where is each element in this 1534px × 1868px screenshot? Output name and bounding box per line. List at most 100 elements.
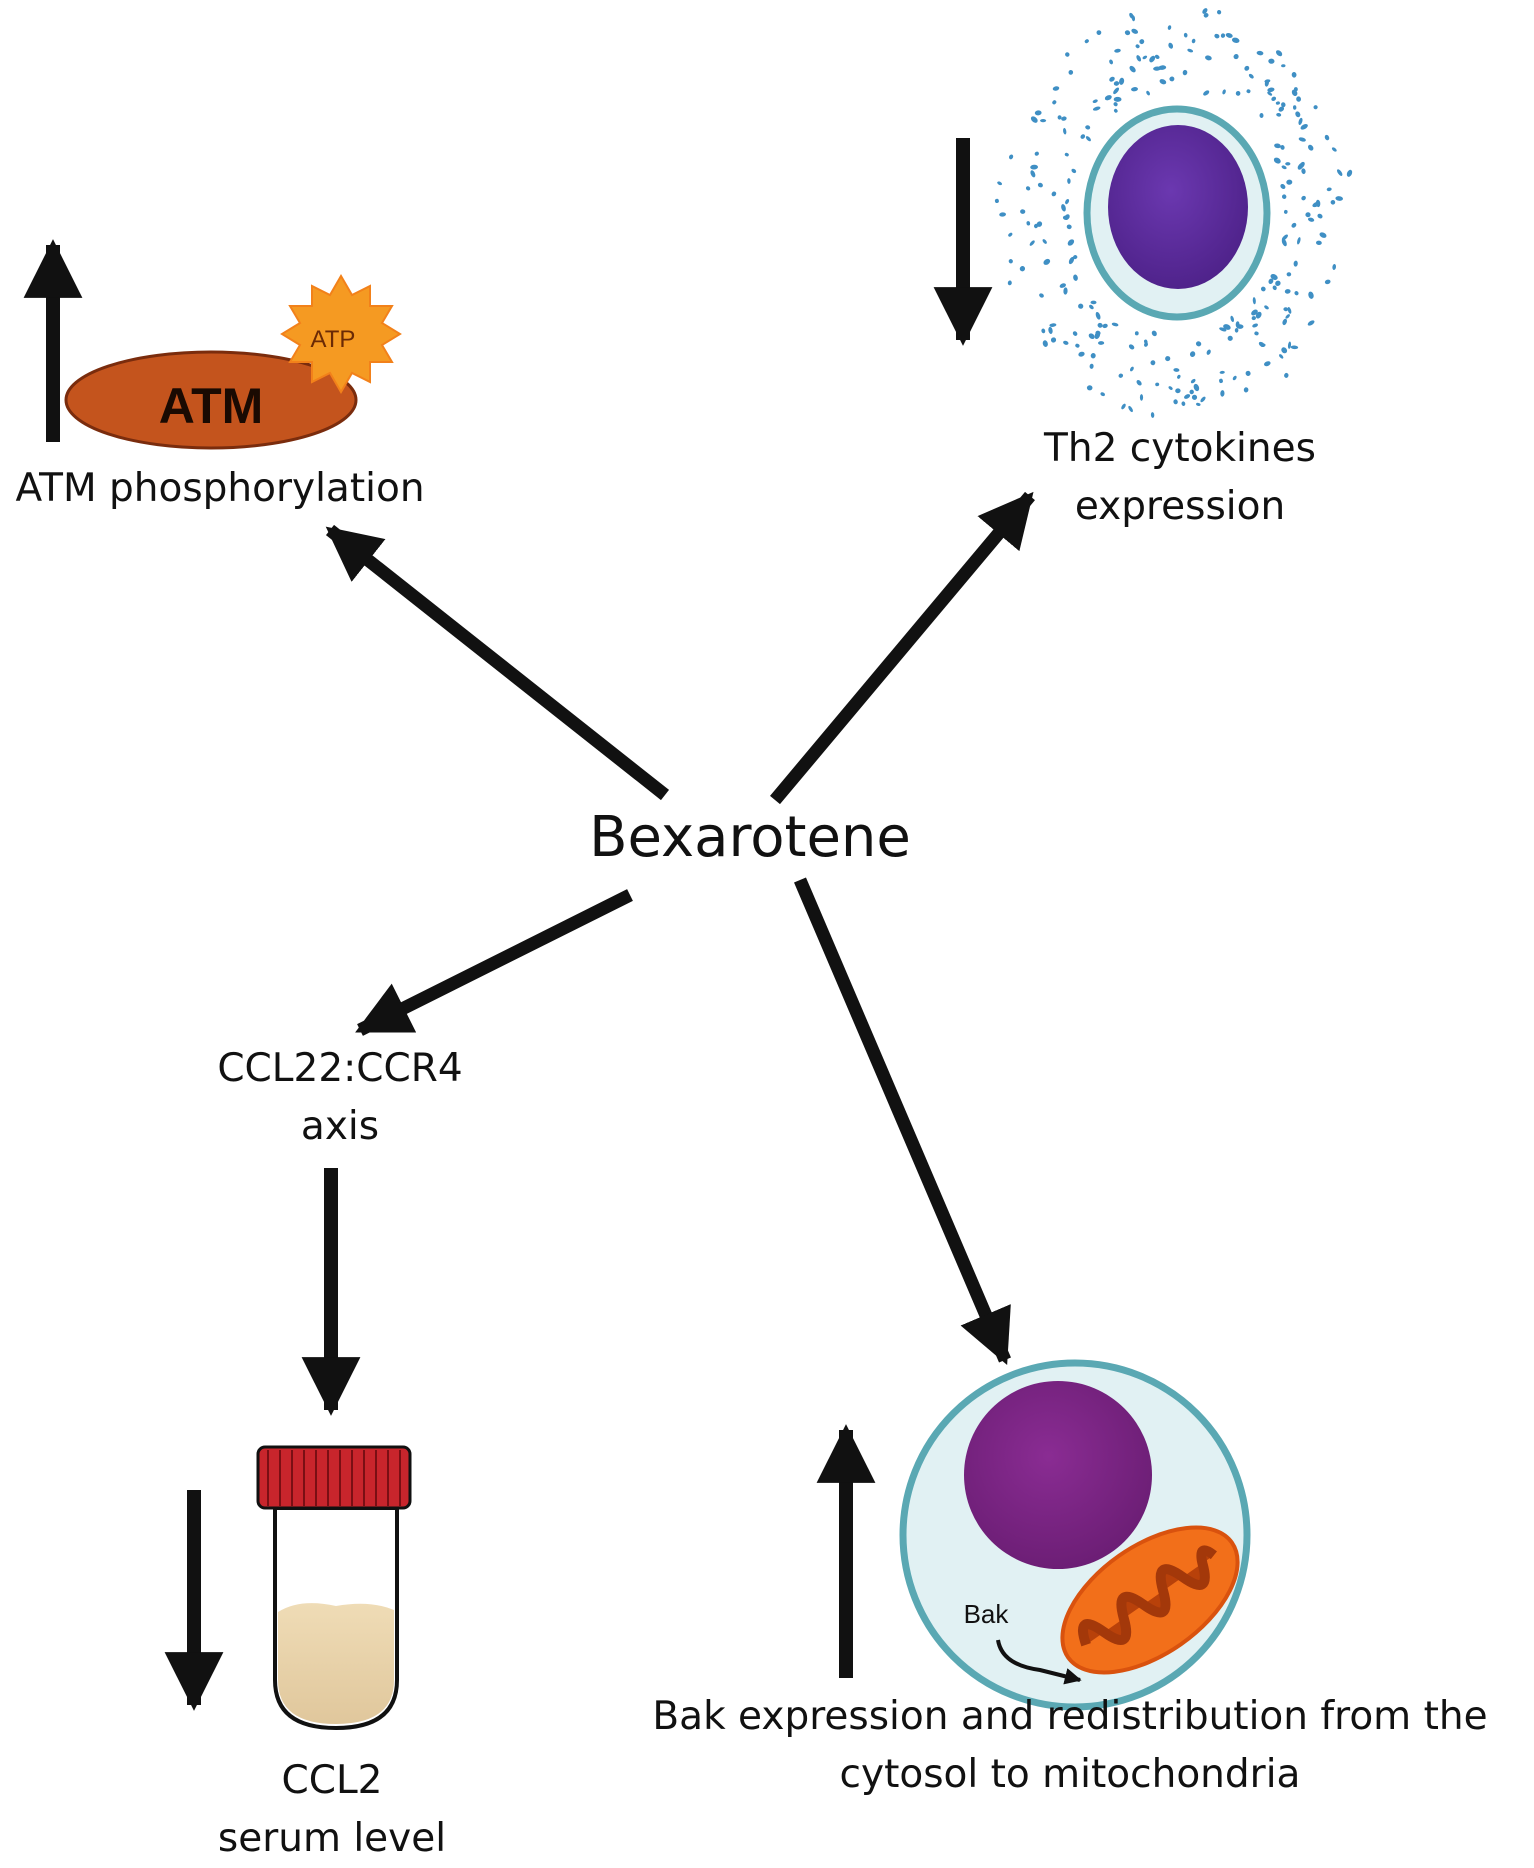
cytokine-dot [1264, 79, 1271, 83]
atm-protein-icon: ATP ATM [64, 274, 402, 450]
cytokine-dot [1149, 55, 1156, 63]
cytokine-dot [1268, 278, 1274, 285]
cytokine-dot [1097, 322, 1103, 328]
cytokine-dot [1030, 164, 1038, 170]
cytokine-dot [1324, 134, 1330, 141]
cytokine-dot [1128, 405, 1133, 413]
cytokine-dot [1307, 144, 1314, 151]
cytokine-dot [1078, 303, 1084, 309]
cytokine-dot [1299, 161, 1305, 168]
cytokine-dot [1092, 106, 1101, 111]
cytokine-dot [1037, 182, 1043, 188]
cytokine-dot [1150, 360, 1156, 366]
arrow-to-ccl22 [355, 889, 633, 1036]
cytokine-dot [1078, 351, 1085, 357]
cytokine-dot [1255, 311, 1262, 319]
cytokine-dot [1296, 96, 1302, 102]
cytokine-dot [1177, 374, 1181, 379]
cytokine-dot [1252, 323, 1258, 328]
cytokine-dot [1088, 333, 1095, 340]
cytokine-dot [1267, 91, 1273, 96]
cytokine-dot [1246, 89, 1251, 94]
cytokine-dot [1073, 274, 1078, 281]
cytokine-dot [1307, 217, 1315, 222]
arrow-to-bak [794, 877, 1011, 1366]
cytokine-dot [1182, 69, 1188, 76]
cytokine-dot [1268, 58, 1275, 64]
ccl22-label-line1: CCL22:CCR4 [217, 1046, 463, 1091]
cytokine-dot [1252, 297, 1256, 305]
mitochondrion [1060, 1525, 1240, 1675]
cytokine-dot [1279, 354, 1284, 359]
cytokine-dot [1030, 170, 1036, 178]
cytokine-dot [1291, 89, 1298, 97]
cytokine-dot [1131, 28, 1139, 34]
bak-label-line2: cytosol to mitochondria [839, 1752, 1301, 1797]
cytokine-dot [1227, 335, 1233, 341]
cytokine-dot [1128, 344, 1135, 350]
cytokine-dot [1316, 240, 1322, 246]
cytokine-dot [1319, 232, 1327, 238]
cytokine-dot [1142, 55, 1148, 60]
cytokine-dot [1063, 287, 1068, 295]
cytokine-dot [1187, 48, 1194, 53]
cytokine-dot [1260, 343, 1266, 348]
cytokine-dot [1019, 266, 1026, 272]
cell-mitochondria-icon: Bak [899, 1359, 1251, 1711]
arrow-to-atm [325, 524, 670, 801]
cytokine-dot [1251, 309, 1258, 316]
cytokine-dot [1168, 42, 1174, 49]
cytokine-dot [1095, 311, 1101, 320]
cytokine-dot [1298, 117, 1303, 125]
cytokine-dot [1195, 341, 1202, 347]
cytokine-dot [1231, 37, 1240, 44]
cytokine-dot [1057, 115, 1062, 120]
cytokine-dot [1297, 237, 1301, 245]
cytokine-dot [1326, 187, 1332, 192]
cytokine-dot [1030, 116, 1038, 123]
cytokine-dot [999, 212, 1006, 217]
cytokine-dot [1256, 50, 1264, 56]
cytokine-dot [1064, 152, 1069, 157]
cytokine-dot [1307, 320, 1315, 326]
cytokine-dot [1063, 127, 1067, 135]
cytokine-dot [1065, 52, 1070, 57]
cytokine-dot [1121, 403, 1126, 410]
cytokine-dot [1109, 59, 1114, 65]
cytokine-dot [1109, 76, 1115, 82]
cytokine-dot [1113, 102, 1118, 107]
cytokine-dot [1331, 147, 1337, 152]
cytokine-dot [1090, 300, 1097, 305]
cytokine-dot [1220, 33, 1226, 38]
cytokine-dot [1066, 224, 1072, 230]
cytokine-dot [1189, 389, 1194, 395]
cytokine-dot [1346, 169, 1353, 177]
cytokine-dot [1281, 64, 1286, 68]
cytokine-dot [1281, 347, 1288, 354]
cytokine-dot [1272, 285, 1277, 291]
cytokine-dot [1064, 214, 1070, 220]
cytokine-dot [1254, 331, 1259, 336]
cytokine-dot [1225, 32, 1233, 38]
cytokine-dot [1104, 95, 1112, 101]
cytokine-dot [1270, 274, 1278, 280]
cytokine-dot [1034, 151, 1039, 156]
cytokine-dot [1113, 81, 1120, 86]
cytokine-dot [1281, 165, 1287, 170]
cytokine-dot [1080, 134, 1086, 139]
cytokine-dot [1165, 356, 1171, 362]
cytokine-dot [1008, 259, 1013, 264]
bak-translocation-arrow [996, 1639, 1082, 1685]
cytokine-dot [1050, 337, 1057, 343]
th2-cytokines-label: Th2 cytokines expression [960, 420, 1400, 536]
cytokine-dot [1281, 194, 1287, 199]
cytokine-dot [1243, 387, 1249, 393]
cytokine-dot [997, 181, 1003, 186]
cytokine-dot [1275, 50, 1283, 57]
cytokine-dot [1267, 87, 1275, 93]
cytokine-dot [1052, 86, 1060, 91]
bak-expression-label: Bak expression and redistribution from t… [620, 1688, 1520, 1804]
cytokine-dot [1086, 385, 1093, 391]
cytokine-dot [1173, 399, 1178, 405]
